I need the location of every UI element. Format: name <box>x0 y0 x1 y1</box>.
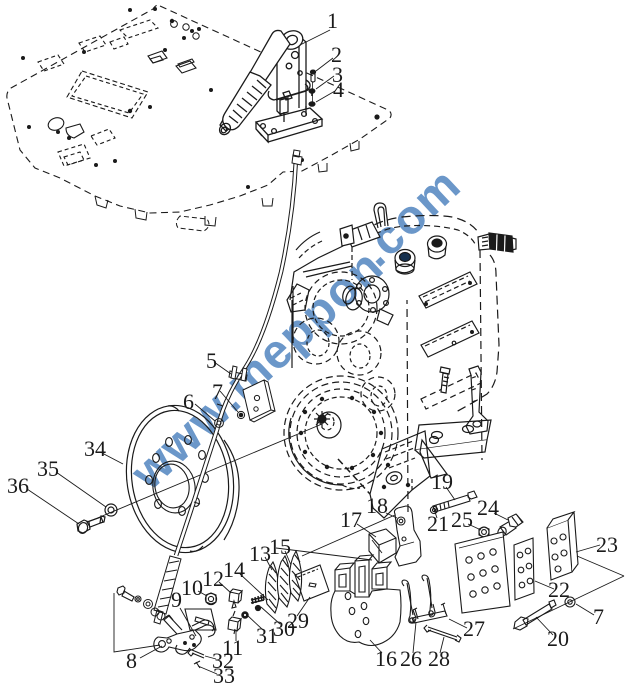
svg-text:14: 14 <box>223 557 245 582</box>
svg-text:17: 17 <box>340 507 362 532</box>
svg-text:8: 8 <box>126 648 137 673</box>
svg-text:29: 29 <box>287 608 309 633</box>
svg-text:18: 18 <box>366 493 388 518</box>
svg-text:36: 36 <box>7 473 29 498</box>
svg-text:31: 31 <box>256 623 278 648</box>
svg-text:32: 32 <box>212 648 234 673</box>
svg-text:27: 27 <box>463 616 485 641</box>
svg-text:26: 26 <box>400 646 422 671</box>
svg-text:10: 10 <box>181 575 203 600</box>
svg-text:35: 35 <box>37 456 59 481</box>
svg-text:5: 5 <box>206 348 217 373</box>
svg-text:6: 6 <box>183 389 194 414</box>
svg-text:4: 4 <box>333 77 344 102</box>
svg-text:13: 13 <box>249 541 271 566</box>
svg-text:30: 30 <box>273 616 295 641</box>
svg-text:7: 7 <box>593 604 604 629</box>
svg-text:22: 22 <box>548 577 570 602</box>
svg-text:7: 7 <box>212 379 223 404</box>
svg-text:33: 33 <box>213 663 235 687</box>
svg-text:9: 9 <box>171 587 182 612</box>
svg-text:1: 1 <box>327 8 338 33</box>
svg-text:23: 23 <box>596 532 618 557</box>
svg-text:12: 12 <box>202 566 224 591</box>
svg-text:3: 3 <box>332 62 343 87</box>
svg-text:15: 15 <box>269 534 291 559</box>
svg-text:21: 21 <box>427 511 449 536</box>
svg-text:34: 34 <box>84 436 106 461</box>
svg-text:2: 2 <box>331 42 342 67</box>
svg-text:28: 28 <box>428 646 450 671</box>
svg-text:24: 24 <box>477 495 499 520</box>
svg-text:19: 19 <box>431 469 453 494</box>
svg-text:20: 20 <box>547 626 569 651</box>
svg-text:11: 11 <box>222 635 243 660</box>
svg-text:25: 25 <box>451 507 473 532</box>
svg-text:16: 16 <box>375 646 397 671</box>
